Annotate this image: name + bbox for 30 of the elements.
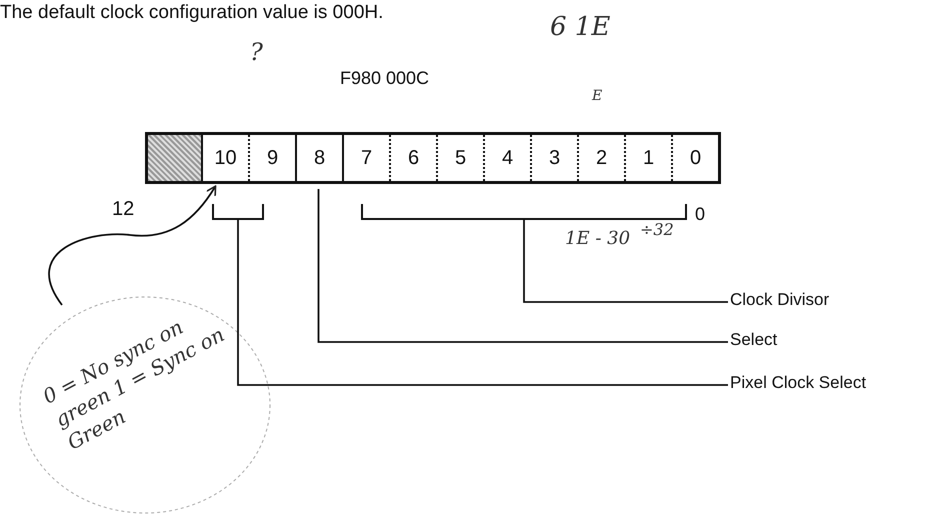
- leader-line: [237, 219, 728, 386]
- bit-number: 0: [695, 204, 706, 225]
- handwritten-note: ÷32: [640, 220, 674, 239]
- bit-cell: 2: [577, 135, 624, 181]
- bit-cell: 5: [436, 135, 483, 181]
- arrow: [48, 185, 216, 306]
- bit-cell: 7: [342, 135, 389, 181]
- leader-line: [523, 219, 728, 303]
- shaded-cell: [148, 135, 201, 181]
- bit-cell: 9: [248, 135, 295, 181]
- handwritten-mark: ?: [250, 38, 263, 66]
- bit-cell: 1: [624, 135, 671, 181]
- bit-cell: 6: [389, 135, 436, 181]
- handwritten-note: 6 1E: [550, 12, 610, 42]
- bit-cell: 4: [483, 135, 530, 181]
- field-label: Select: [730, 330, 778, 350]
- bracket: [212, 204, 264, 220]
- bit-cell: 8: [295, 135, 342, 181]
- field-label: Clock Divisor: [730, 290, 830, 310]
- handwritten-note: 1E - 30: [565, 228, 630, 249]
- heading-text: The default clock configuration value is 000H.: [0, 2, 384, 24]
- leader-line: [318, 189, 728, 343]
- field-label: Pixel Clock Select: [730, 373, 866, 393]
- address-label: F980 000C: [340, 68, 430, 89]
- handwritten-mark: E: [592, 88, 602, 104]
- bracket: [361, 204, 687, 220]
- bit-number: 12: [112, 198, 134, 221]
- bit-cell: 10: [201, 135, 248, 181]
- bit-cell: 3: [530, 135, 577, 181]
- bit-cell: 0: [671, 135, 718, 181]
